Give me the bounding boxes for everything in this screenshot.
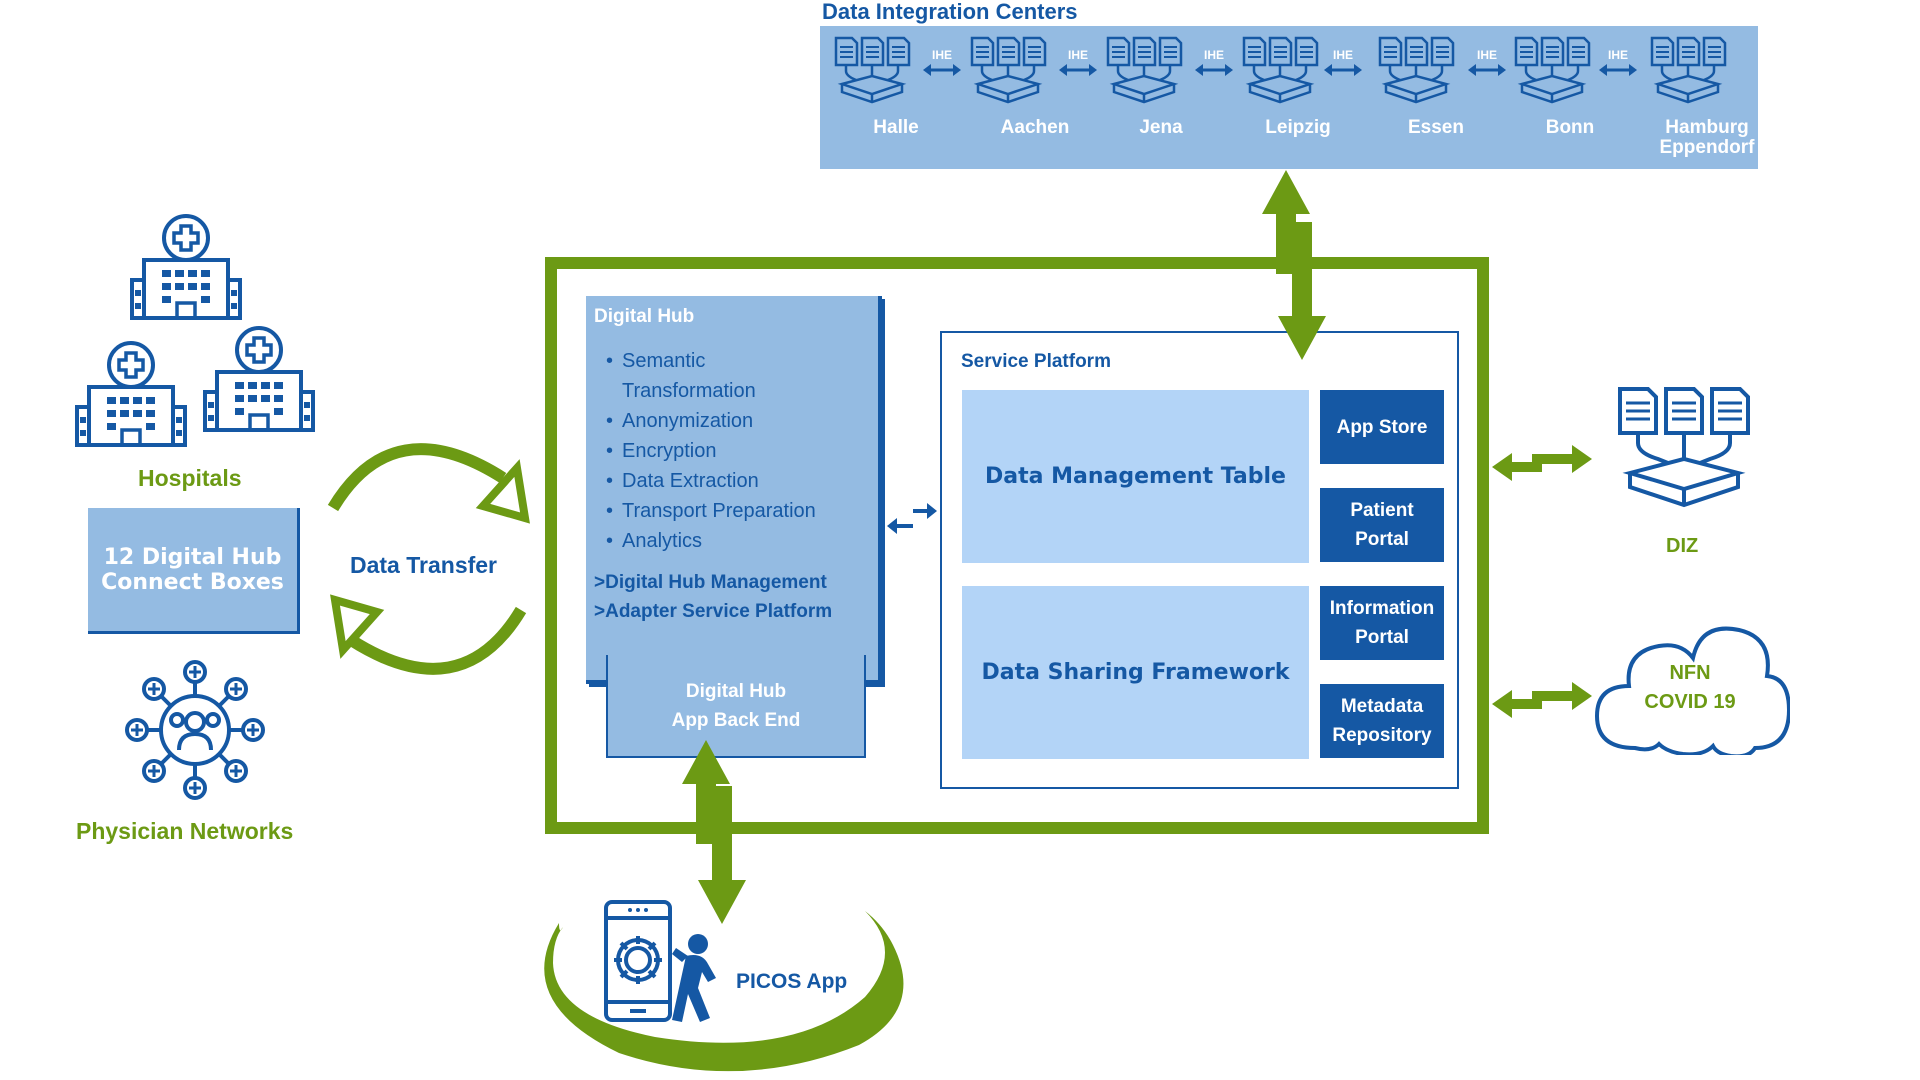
- patient-portal-label: Patient Portal: [1350, 500, 1414, 550]
- picos-app-label[interactable]: PICOS App: [736, 970, 848, 993]
- city-aachen: Aachen: [1000, 117, 1070, 138]
- ihe-label-2: IHE: [1067, 48, 1088, 62]
- digital-hub-link-management[interactable]: >Digital Hub Management: [594, 572, 827, 593]
- data-management-table-label: Data Management Table: [985, 464, 1286, 489]
- dic-hub-arrow: [1262, 170, 1326, 360]
- dic-panel: IHE IHE IHE IHE IHE IHE Halle Aachen Jen…: [820, 26, 1758, 169]
- data-transfer-cycle: [327, 443, 530, 675]
- ihe-label-6: IHE: [1607, 48, 1628, 62]
- app-hub-arrow: [682, 740, 746, 924]
- ihe-label-3: IHE: [1203, 48, 1224, 62]
- bullet-item: •Encryption: [606, 436, 816, 466]
- digital-hub-backend-label: Digital Hub App Back End: [671, 680, 801, 731]
- bullet-item: •Analytics: [606, 526, 816, 556]
- hospitals-icon: [75, 214, 315, 447]
- hub-frame: [545, 257, 1489, 834]
- app-store-button[interactable]: App Store: [1320, 390, 1444, 464]
- picos-ellipse: [544, 911, 904, 1072]
- diz-icon: [1618, 387, 1750, 508]
- digital-hub-backend-box: Digital Hub App Back End: [606, 655, 866, 758]
- bullet-item: •Semantic Transformation: [606, 346, 816, 406]
- information-portal-button[interactable]: Information Portal: [1320, 586, 1444, 660]
- app-store-label: App Store: [1336, 416, 1428, 438]
- city-leipzig: Leipzig: [1265, 117, 1331, 138]
- information-portal-label: Information Portal: [1329, 598, 1435, 648]
- digital-hub-box: Digital Hub •Semantic Transformation •An…: [586, 296, 882, 684]
- digital-hub-title: Digital Hub: [594, 306, 695, 327]
- nfn-label-text: NFN COVID 19: [1644, 662, 1736, 713]
- bullet-item: •Transport Preparation: [606, 496, 816, 526]
- bullet-text: Semantic Transformation: [622, 350, 756, 402]
- ihe-label-1: IHE: [931, 48, 952, 62]
- patient-portal-button[interactable]: Patient Portal: [1320, 488, 1444, 562]
- connect-boxes-box: 12 Digital Hub Connect Boxes: [88, 508, 300, 634]
- data-sharing-framework-label: Data Sharing Framework: [981, 660, 1290, 685]
- ihe-label-5: IHE: [1476, 48, 1497, 62]
- metadata-repository-button[interactable]: Metadata Repository: [1320, 684, 1444, 758]
- metadata-repository-label: Metadata Repository: [1332, 696, 1432, 746]
- city-bonn: Bonn: [1545, 117, 1595, 138]
- data-management-table-panel[interactable]: Data Management Table: [962, 390, 1309, 563]
- city-hamburg-eppendorf: Hamburg Eppendorf: [1659, 117, 1755, 158]
- nfn-arrow: [1492, 682, 1592, 718]
- city-jena: Jena: [1139, 117, 1183, 138]
- physician-networks-label: Physician Networks: [76, 818, 294, 844]
- hospitals-label: Hospitals: [138, 465, 242, 491]
- diz-arrow: [1492, 445, 1592, 481]
- digital-hub-link-adapter[interactable]: >Adapter Service Platform: [594, 601, 833, 622]
- ihe-label-4: IHE: [1332, 48, 1353, 62]
- digital-hub-bullets: •Semantic Transformation •Anonymization …: [606, 346, 816, 556]
- diz-label: DIZ: [1666, 535, 1699, 557]
- dic-title: Data Integration Centers: [822, 0, 1078, 24]
- bullet-text: Analytics: [622, 530, 703, 552]
- cloud-icon: [1595, 626, 1790, 755]
- bullet-text: Anonymization: [622, 410, 754, 432]
- bullet-text: Data Extraction: [622, 470, 759, 492]
- data-transfer-label: Data Transfer: [350, 552, 498, 578]
- service-platform-box: Service Platform Data Management Table D…: [940, 331, 1459, 789]
- nfn-label: NFN COVID 19: [1620, 658, 1760, 718]
- hub-platform-arrows: [887, 503, 937, 534]
- data-sharing-framework-panel[interactable]: Data Sharing Framework: [962, 586, 1309, 759]
- city-essen: Essen: [1408, 117, 1464, 138]
- bullet-text: Encryption: [622, 440, 717, 462]
- bullet-item: •Anonymization: [606, 406, 816, 436]
- connect-boxes-label: 12 Digital Hub Connect Boxes: [101, 544, 284, 595]
- physician-network-icon: [125, 660, 265, 800]
- city-halle: Halle: [873, 117, 919, 138]
- phone-user-icon: [604, 900, 716, 1022]
- service-platform-title: Service Platform: [961, 351, 1111, 372]
- bullet-item: •Data Extraction: [606, 466, 816, 496]
- bullet-text: Transport Preparation: [622, 500, 816, 522]
